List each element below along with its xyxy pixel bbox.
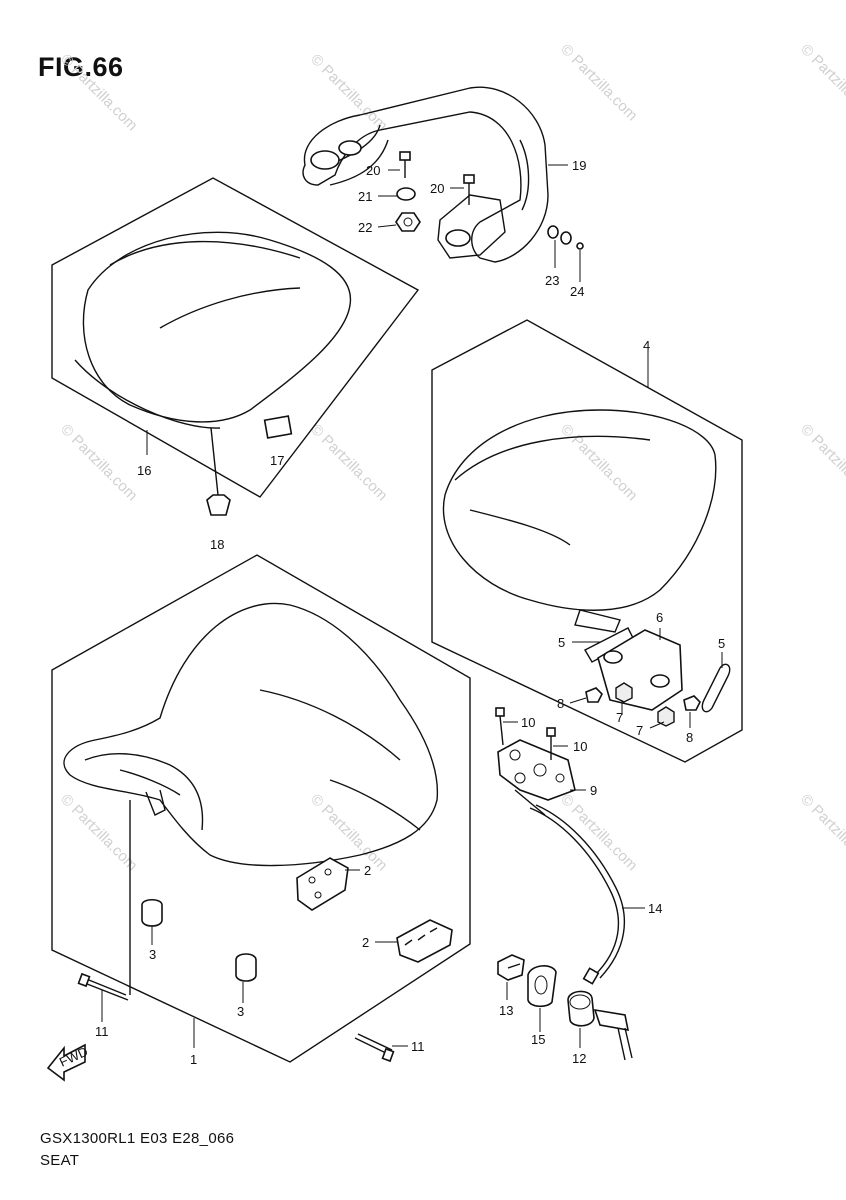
watermark: © Partzilla.com [797, 791, 846, 874]
watermark: © Partzilla.com [557, 421, 640, 504]
seat-cover-4 [442, 409, 731, 727]
callout-label: 15 [531, 1032, 545, 1047]
callout-label: 13 [499, 1003, 513, 1018]
watermark: © Partzilla.com [57, 791, 140, 874]
callout-label: 21 [358, 189, 372, 204]
callout-label: 23 [545, 273, 559, 288]
seat-lock-cable [529, 804, 626, 985]
seat-cover-1 [63, 602, 453, 1063]
callout-label: 7 [636, 723, 643, 738]
leader-lines [101, 164, 723, 1048]
callout-label: 1 [190, 1052, 197, 1067]
callout-label: 18 [210, 537, 224, 552]
callout-label: 11 [411, 1039, 425, 1054]
callout-label: 19 [572, 158, 586, 173]
watermark: © Partzilla.com [57, 51, 140, 134]
section-name: SEAT [40, 1152, 80, 1169]
callout-label: 3 [149, 947, 156, 962]
fwd-arrow: FWD [46, 1044, 90, 1082]
callout-label: 22 [358, 220, 372, 235]
callout-label: 2 [364, 863, 371, 878]
callout-label: 8 [686, 730, 693, 745]
watermark: © Partzilla.com [557, 41, 640, 124]
callout-label: 4 [643, 338, 650, 353]
callout-label: 12 [572, 1051, 586, 1066]
callout-label: 7 [616, 710, 623, 725]
callout-label: 20 [366, 163, 380, 178]
callout-label: 17 [270, 453, 284, 468]
figure-title: FIG.66 [38, 52, 124, 82]
key-lock-parts [497, 954, 633, 1061]
callout-label: 14 [648, 901, 662, 916]
watermark: © Partzilla.com [307, 51, 390, 134]
seat-lock-bracket [495, 707, 576, 816]
watermarks: © Partzilla.com © Partzilla.com © Partzi… [57, 41, 846, 874]
callout-label: 8 [557, 696, 564, 711]
rail-hardware [395, 151, 584, 250]
callout-label: 24 [570, 284, 584, 299]
callout-label: 20 [430, 181, 444, 196]
watermark: © Partzilla.com [557, 791, 640, 874]
seat-cover-16 [74, 231, 352, 516]
callout-label: 2 [362, 935, 369, 950]
watermark: © Partzilla.com [797, 421, 846, 504]
callout-label: 10 [573, 739, 587, 754]
watermark: © Partzilla.com [797, 41, 846, 124]
frame-1 [51, 554, 471, 1063]
frame-4 [431, 319, 743, 763]
callout-label: 10 [521, 715, 535, 730]
callout-label: 11 [95, 1024, 109, 1039]
callout-label: 5 [718, 636, 725, 651]
callout-label: 9 [590, 783, 597, 798]
callout-label: 6 [656, 610, 663, 625]
callout-label: 16 [137, 463, 151, 478]
watermark: © Partzilla.com [307, 421, 390, 504]
grab-rail [302, 86, 549, 263]
frame-16 [51, 177, 420, 498]
model-code: GSX1300RL1 E03 E28_066 [40, 1130, 235, 1147]
watermark: © Partzilla.com [57, 421, 140, 504]
callout-labels: 1 2 2 3 3 4 5 5 6 7 7 8 8 9 10 10 11 11 … [95, 158, 725, 1067]
callout-label: 3 [237, 1004, 244, 1019]
callout-label: 5 [558, 635, 565, 650]
